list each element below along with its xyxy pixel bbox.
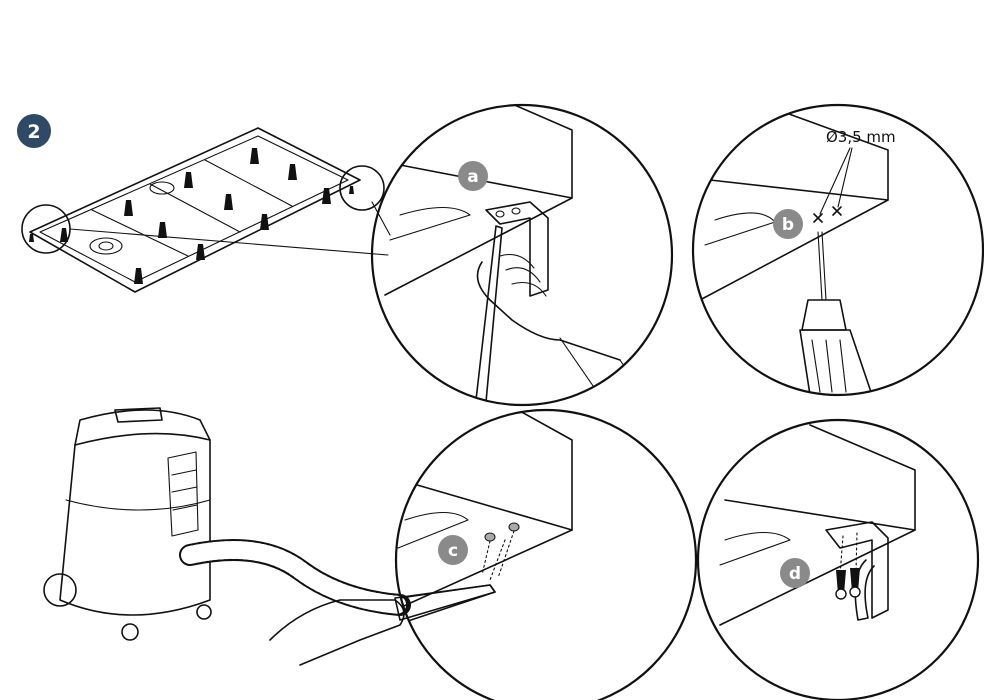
clip-icon: [260, 214, 269, 230]
substep-d-badge: [780, 558, 810, 588]
dimension-leader: [819, 147, 853, 215]
tray-overview: [21, 127, 391, 293]
cabinet-top: [709, 179, 889, 201]
corner-detail-right: [339, 165, 385, 211]
cabinet-top: [399, 479, 573, 531]
hand-fingers: [499, 253, 547, 297]
leader-line-1: [69, 228, 389, 256]
bracket-hole: [511, 207, 521, 215]
bracket: [825, 521, 889, 619]
vacuum-cleaner: [43, 407, 496, 666]
bracket: [485, 201, 549, 297]
vacuum-lid: [74, 409, 211, 446]
cabinet-top: [724, 499, 916, 531]
tray-frame: [29, 127, 361, 293]
clip-icon: [158, 222, 167, 238]
vacuum-wheel: [121, 623, 139, 641]
substep-a-badge: [458, 161, 488, 191]
cabinet-edge: [699, 109, 889, 301]
cabinet-edge: [719, 424, 916, 626]
screw-guide: [839, 532, 858, 576]
leader-line-2: [371, 201, 391, 236]
cabinet-curve: [397, 512, 469, 549]
tray-hole-2: [149, 181, 175, 195]
vacuum-handle: [114, 407, 163, 423]
vacuum-belt: [65, 499, 211, 511]
vacuum-body: [59, 439, 211, 616]
tray-divider-3: [204, 159, 293, 207]
step-number: 2: [27, 121, 40, 143]
cabinet-curve: [389, 207, 471, 241]
clip-icon: [322, 188, 331, 204]
clip-icon: [134, 268, 143, 284]
tray-divider-2: [149, 183, 241, 233]
substep-c-label: c: [448, 541, 458, 561]
tray-divider-1: [91, 209, 189, 257]
tray-hole-1: [89, 237, 123, 255]
drilled-hole: [484, 532, 496, 542]
pen: [475, 225, 503, 403]
vacuum-panel-lines: [171, 469, 198, 511]
substep-b-label: b: [782, 215, 794, 235]
clip-icon: [250, 148, 259, 164]
debris-lines: [481, 530, 515, 581]
substep-a-label: a: [467, 167, 478, 187]
step-badge: 2: [17, 114, 51, 148]
clip-icon: [349, 186, 354, 194]
cabinet-curve: [719, 532, 791, 566]
drill-diameter-label: Ø3,5 mm: [826, 128, 896, 146]
vacuum-wheel: [196, 604, 212, 620]
detail-d: d: [696, 418, 980, 700]
vacuum-panel: [167, 451, 199, 537]
clip-icon: [124, 200, 133, 216]
clip-icon: [224, 194, 233, 210]
hand: [476, 261, 621, 361]
cabinet-edge: [384, 105, 573, 296]
detail-d-circle: [696, 418, 980, 700]
detail-a: a: [370, 103, 674, 407]
drill-bit: [817, 231, 827, 301]
clip-icons: [29, 148, 354, 284]
screw-icon: [835, 568, 861, 600]
hand: [269, 599, 405, 666]
detail-b: Ø3,5 mm b: [691, 103, 984, 397]
cabinet-curve: [704, 212, 776, 246]
detail-c-circle: [394, 408, 698, 700]
mark-x-icon: [813, 213, 823, 223]
substep-c-badge: [438, 535, 468, 565]
vacuum-wheel: [43, 573, 77, 607]
drill-body: [799, 329, 873, 395]
detail-c: c: [394, 408, 698, 700]
clip-icon: [29, 234, 34, 242]
tray-hole-1-inner: [98, 241, 114, 251]
drilled-hole: [508, 522, 520, 532]
substep-d-label: d: [789, 564, 801, 584]
clip-icon: [288, 164, 297, 180]
substep-b-badge: [773, 209, 803, 239]
tray-frame-inner: [39, 135, 349, 283]
drill-chuck: [801, 299, 847, 331]
clip-icon: [184, 172, 193, 188]
detail-b-circle: [691, 103, 984, 397]
clip-icon: [196, 244, 205, 260]
mark-x-icon: [832, 206, 842, 216]
clip-icon: [60, 228, 68, 242]
bracket-hole: [495, 210, 505, 218]
step-badge-circle: [17, 114, 51, 148]
detail-a-circle: [370, 103, 674, 407]
drill-grip: [811, 339, 847, 393]
